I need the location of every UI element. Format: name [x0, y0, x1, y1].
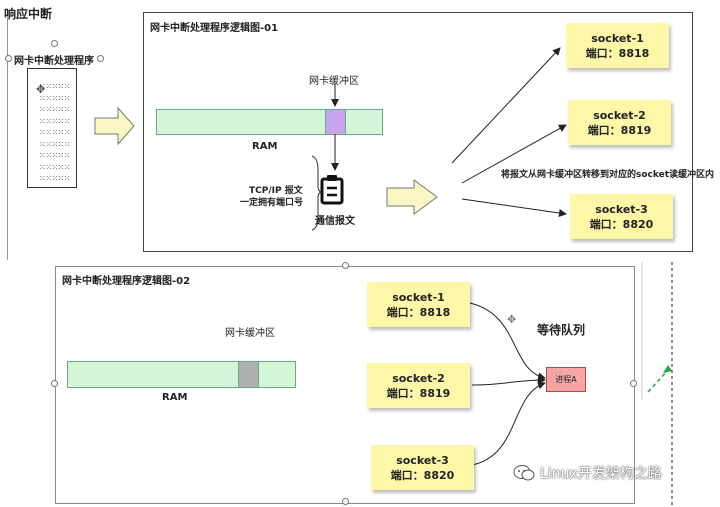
- diagram2-title: 网卡中断处理程序逻辑图-02: [62, 276, 191, 287]
- diagram1-buffer-label: 网卡缓冲区: [309, 76, 359, 87]
- diagram2-buffer-label: 网卡缓冲区: [225, 328, 275, 339]
- diagram2-buffer-cell: [238, 361, 259, 388]
- diagram1-socket-1-note[interactable]: socket-1 端口：8818: [566, 23, 669, 68]
- socket-port: 端口：8819: [587, 123, 652, 137]
- process-a-label: 进程A: [555, 375, 577, 384]
- socket-port: 端口：8820: [390, 468, 455, 482]
- diagram2-socket-3-note[interactable]: socket-3 端口：8820: [371, 445, 474, 490]
- socket-port: 端口：8820: [589, 217, 654, 231]
- diagram1-ram-label: RAM: [252, 141, 278, 152]
- diagram1-socket-2-note[interactable]: socket-2 端口：8819: [568, 100, 671, 145]
- socket-name: socket-1: [392, 290, 445, 304]
- selection-handle[interactable]: [5, 55, 12, 62]
- wechat-icon: [513, 465, 535, 481]
- diagram2-socket-2-note[interactable]: socket-2 端口：8819: [367, 363, 470, 408]
- diagram1-tcp-label-2: 一定拥有端口号: [240, 198, 304, 208]
- watermark: Linux开发架构之路: [513, 463, 662, 483]
- selection-handle[interactable]: [342, 262, 349, 269]
- socket-name: socket-1: [591, 31, 644, 45]
- watermark-text: Linux开发架构之路: [540, 466, 662, 482]
- program-box[interactable]: ⁙⁙⁙⁙⁙⁙⁙⁙⁙⁙⁙⁙⁙⁙⁙⁙⁙⁙⁙⁙⁙⁙⁙⁙⁙⁙⁙⁙⁙⁙⁙⁙⁙⁙⁙⁙⁙⁙⁙⁙…: [27, 68, 77, 188]
- move-handle-icon[interactable]: ✥: [507, 313, 517, 326]
- socket-port: 端口：8819: [386, 386, 451, 400]
- top-left-frame: [0, 16, 8, 260]
- selection-handle[interactable]: [97, 55, 104, 62]
- selection-handle[interactable]: [342, 498, 349, 505]
- selection-handle[interactable]: [51, 380, 58, 387]
- move-cursor-icon: ✥: [36, 83, 46, 96]
- diagram1-message-label: 通信报文: [315, 216, 355, 227]
- socket-port: 端口：8818: [585, 46, 650, 60]
- diagram1-transfer-label: 将报文从网卡缓冲区转移到对应的socket读缓冲区内: [501, 170, 715, 180]
- program-label: 网卡中断处理程序: [14, 56, 94, 67]
- selection-handle[interactable]: [51, 40, 58, 47]
- diagram1-title: 网卡中断处理程序逻辑图-01: [150, 23, 279, 34]
- program-lines: ⁙⁙⁙⁙⁙⁙⁙⁙⁙⁙⁙⁙⁙⁙⁙⁙⁙⁙⁙⁙⁙⁙⁙⁙⁙⁙⁙⁙⁙⁙⁙⁙⁙⁙⁙⁙⁙⁙⁙⁙…: [39, 82, 71, 183]
- diagram1-tcp-label-1: TCP/IP 报文: [249, 186, 303, 196]
- socket-name: socket-3: [595, 202, 648, 216]
- diagram2-socket-1-note[interactable]: socket-1 端口：8818: [367, 282, 470, 327]
- response-interrupt-title: 响应中断: [4, 7, 53, 21]
- socket-name: socket-3: [396, 453, 449, 467]
- diagram2-ram-label: RAM: [162, 392, 188, 403]
- socket-name: socket-2: [392, 371, 445, 385]
- diagram1-socket-3-note[interactable]: socket-3 端口：8820: [570, 194, 673, 239]
- process-a-box[interactable]: 进程A: [546, 367, 586, 392]
- selection-handle[interactable]: [630, 380, 637, 387]
- diagram2-queue-label: 等待队列: [537, 323, 586, 337]
- socket-name: socket-2: [593, 108, 646, 122]
- socket-port: 端口：8818: [386, 305, 451, 319]
